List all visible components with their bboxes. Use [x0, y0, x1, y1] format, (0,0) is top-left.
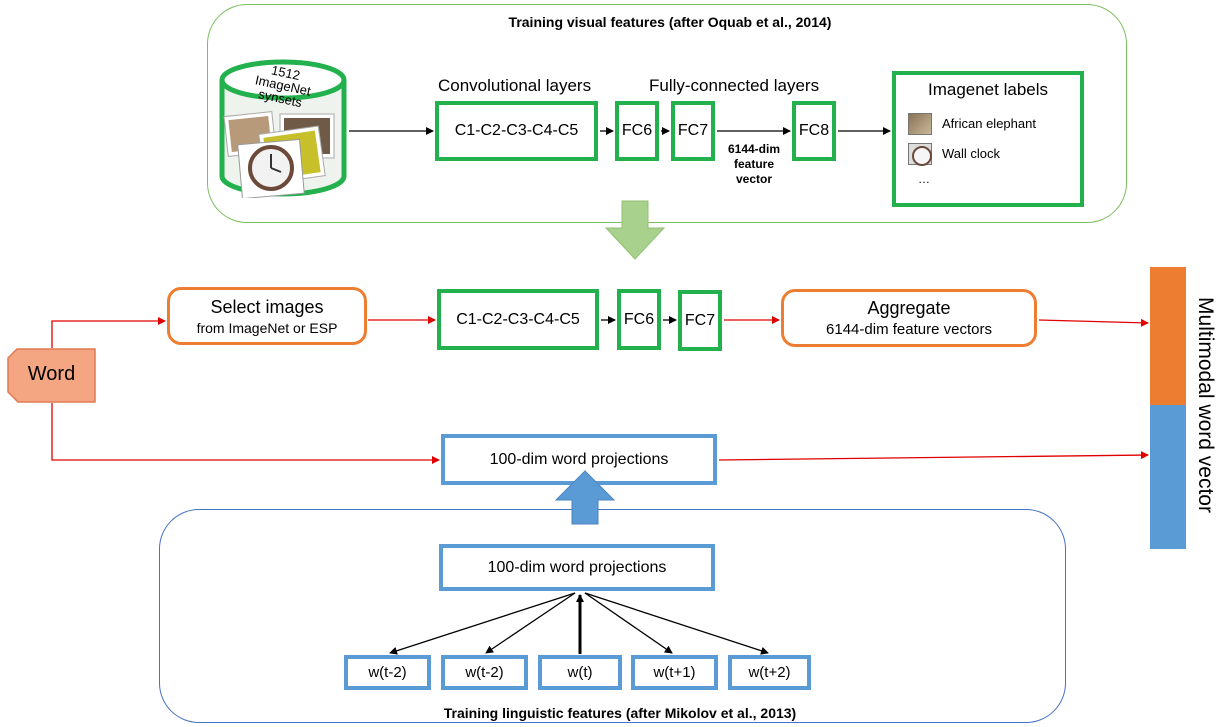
- mid-projection-box: 100-dim word projections: [441, 434, 717, 485]
- word-box-t: w(t): [538, 655, 622, 690]
- mid-fc6-box: FC6: [617, 289, 661, 350]
- imagenet-labels-box: [892, 71, 1084, 207]
- visual-part-of-vector: [1150, 267, 1186, 410]
- bottom-projection-box: 100-dim word projections: [439, 544, 715, 591]
- elephant-thumbnail-icon: [908, 113, 932, 135]
- fc-layers-label: Fully-connected layers: [649, 76, 820, 95]
- word-box-t-minus-2-b: w(t-2): [441, 655, 528, 690]
- transfer-down-arrow: [604, 200, 666, 260]
- word-box-t-plus-1: w(t+1): [631, 655, 718, 690]
- label-african-elephant: African elephant: [942, 116, 1036, 131]
- clock-thumbnail-icon: [908, 143, 932, 166]
- arrow-word-to-select: [51, 317, 166, 348]
- mid-conv-box: C1-C2-C3-C4-C5: [437, 289, 599, 350]
- select-images-title: Select images: [210, 296, 324, 317]
- word-box-t-plus-2: w(t+2): [728, 655, 811, 690]
- word-label: Word: [27, 363, 76, 385]
- aggregate-sub: 6144-dim feature vectors: [826, 321, 992, 338]
- imagenet-database-icon: [218, 58, 348, 200]
- visual-training-panel: [207, 4, 1127, 223]
- select-images-source: from ImageNet or ESP: [196, 319, 338, 336]
- imagenet-labels-title: Imagenet labels: [927, 80, 1049, 99]
- arrow-proj-to-w4: [584, 592, 673, 654]
- arrow-aggregate-to-vector: [1038, 318, 1149, 327]
- arrow-proj-to-w1: [389, 592, 576, 655]
- arrow-projection-to-vector: [718, 451, 1149, 461]
- linguistic-panel-title: Training linguistic features (after Miko…: [443, 705, 797, 721]
- arrow-proj-to-w2: [485, 592, 576, 654]
- label-more: …: [918, 172, 930, 186]
- word-box-t-minus-2-a: w(t-2): [344, 655, 431, 690]
- top-fc8-box: FC8: [792, 101, 836, 161]
- top-fc7-box: FC7: [671, 101, 715, 161]
- select-images-box: Select images from ImageNet or ESP: [167, 287, 367, 345]
- linguistic-training-panel: [159, 509, 1066, 723]
- transfer-up-arrow: [554, 470, 616, 525]
- word-node: [7, 348, 96, 403]
- feature-vector-note: 6144-dim feature vector: [727, 142, 781, 186]
- aggregate-box: Aggregate 6144-dim feature vectors: [781, 289, 1037, 347]
- aggregate-title: Aggregate: [867, 298, 951, 318]
- linguistic-part-of-vector: [1150, 405, 1186, 549]
- label-wall-clock: Wall clock: [942, 146, 1001, 161]
- top-conv-box: C1-C2-C3-C4-C5: [435, 101, 598, 161]
- top-fc6-box: FC6: [615, 101, 659, 161]
- arrow-proj-to-w5: [584, 592, 769, 655]
- visual-panel-title: Training visual features (after Oquab et…: [508, 14, 832, 30]
- conv-layers-label: Convolutional layers: [438, 76, 592, 95]
- mid-fc7-box: FC7: [678, 290, 722, 351]
- arrow-word-to-projection: [51, 403, 440, 464]
